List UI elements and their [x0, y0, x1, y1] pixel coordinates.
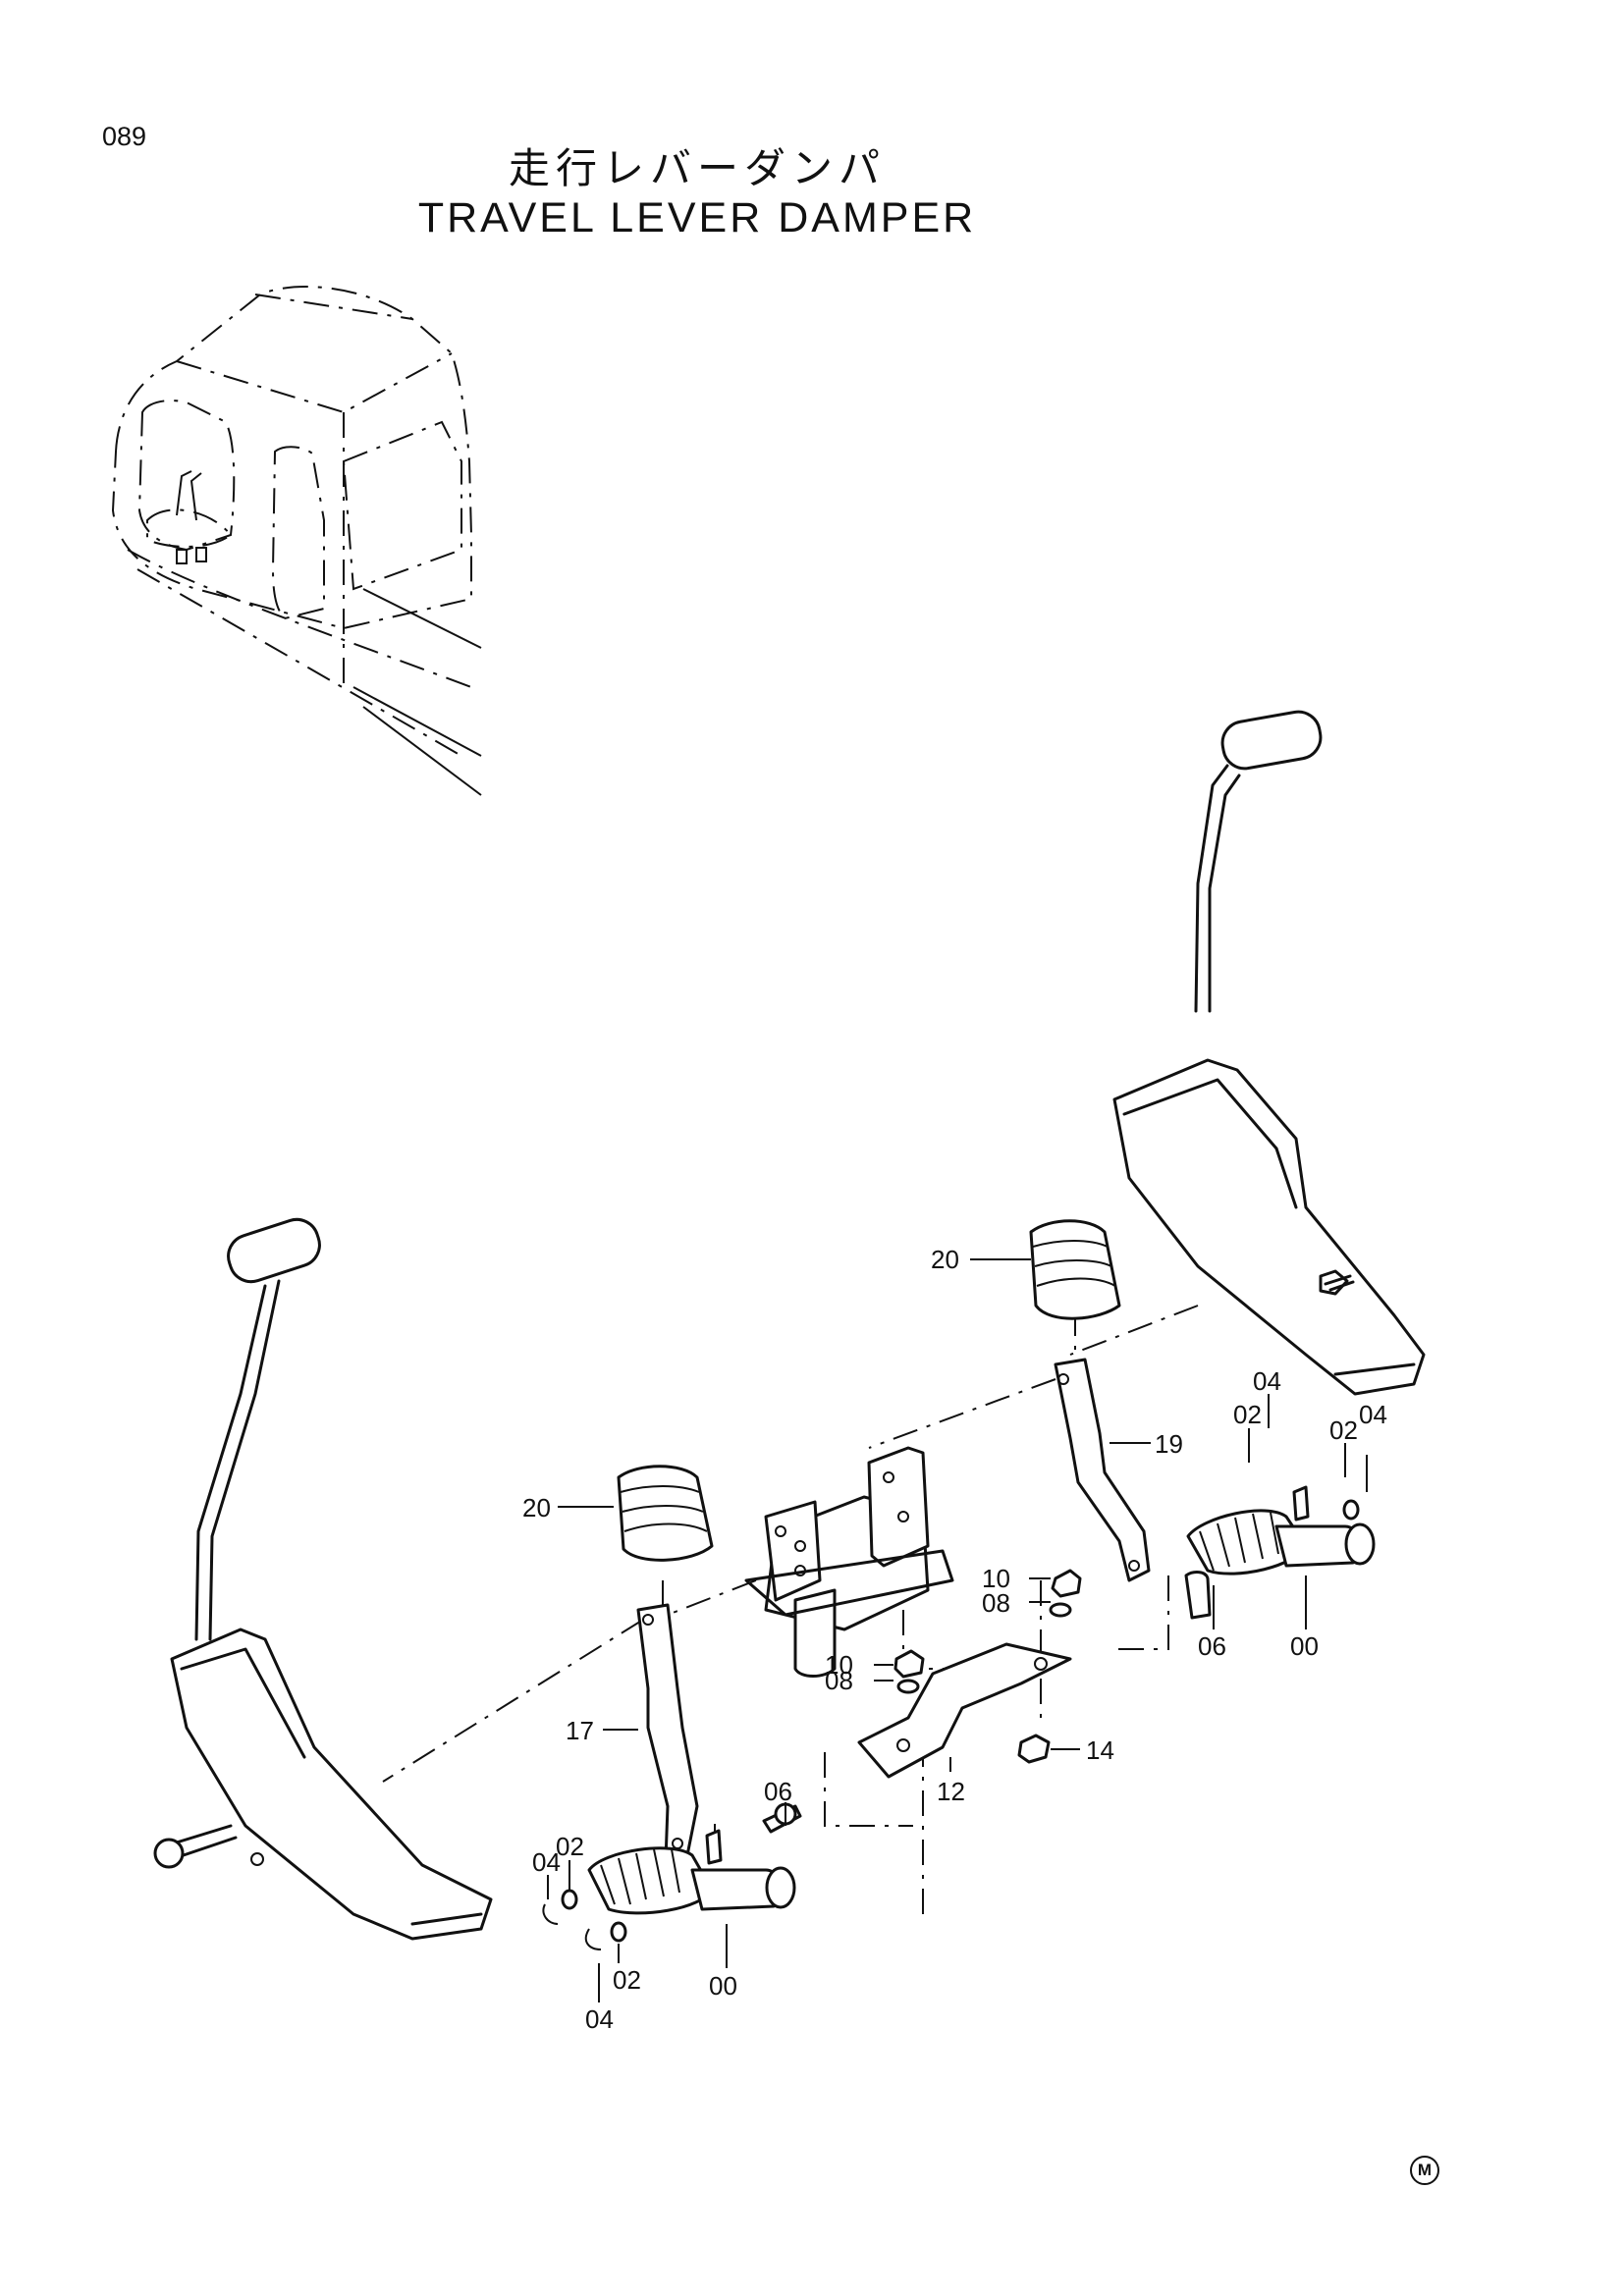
hardware-center — [893, 1649, 1051, 1764]
callout-00: 00 — [709, 1971, 737, 2001]
part-callouts: 20 19 04 02 02 04 20 10 08 06 00 10 08 1… — [522, 1245, 1387, 2034]
page-title-japanese: 走行レバーダンパ — [508, 144, 886, 192]
rubber-boot-right — [1029, 1219, 1121, 1320]
rubber-boot-left — [617, 1465, 714, 1562]
callout-04: 04 — [532, 1847, 561, 1877]
callout-00: 00 — [1290, 1631, 1319, 1661]
leader-lines — [547, 1258, 1368, 2002]
manufacturer-mark: M — [1410, 2156, 1439, 2185]
damper-left — [542, 1802, 802, 1950]
callout-20: 20 — [522, 1493, 551, 1522]
callout-04: 04 — [585, 2004, 614, 2034]
callout-12: 12 — [937, 1777, 965, 1806]
damper-right — [1186, 1485, 1376, 1575]
callout-10: 10 — [825, 1650, 853, 1680]
callout-06: 06 — [1198, 1631, 1226, 1661]
callout-20: 20 — [931, 1245, 959, 1274]
right-lever-pedal — [1112, 710, 1426, 1396]
left-lever-pedal — [153, 1217, 493, 1941]
cab-locator-illustration — [111, 286, 482, 796]
callout-08: 08 — [825, 1666, 853, 1695]
callout-02: 02 — [556, 1832, 584, 1861]
lever-arm-19 — [1054, 1358, 1151, 1582]
callout-02: 02 — [1329, 1415, 1358, 1445]
callout-08: 08 — [982, 1588, 1010, 1618]
callout-10: 10 — [982, 1564, 1010, 1593]
page-number: 089 — [102, 122, 147, 151]
lever-arm-17 — [636, 1603, 699, 1862]
pilot-valve-block — [744, 1446, 954, 1678]
bracket-12 — [857, 1642, 1072, 1779]
callout-17: 17 — [566, 1716, 594, 1745]
callout-19: 19 — [1155, 1429, 1183, 1459]
callout-02: 02 — [613, 1965, 641, 1995]
callout-14: 14 — [1086, 1735, 1114, 1765]
page-title: TRAVEL LEVER DAMPER — [417, 194, 977, 241]
callout-02: 02 — [1233, 1400, 1262, 1429]
callout-06: 06 — [764, 1777, 792, 1806]
hardware-right — [1049, 1569, 1212, 1620]
callout-04: 04 — [1359, 1400, 1387, 1429]
callout-04: 04 — [1253, 1366, 1281, 1396]
